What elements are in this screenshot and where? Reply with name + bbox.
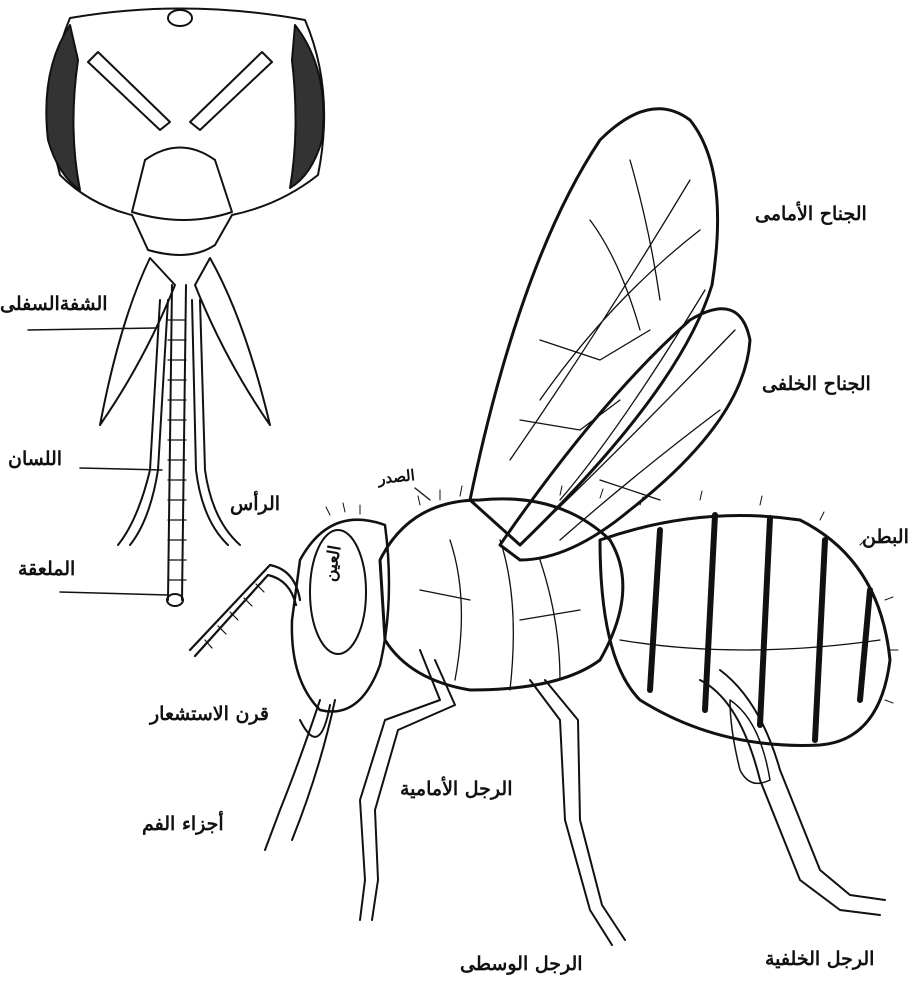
right-maxilla (195, 258, 270, 425)
abdomen-outline-inner (620, 640, 880, 650)
hair-fringe (326, 486, 898, 703)
tongue-left-edge (168, 285, 172, 600)
right-compound-eye (290, 25, 323, 188)
label-hindwing: الجناح الخلفى (762, 375, 871, 394)
label-head: الرأس (230, 495, 280, 514)
bee-mouthparts (265, 700, 335, 850)
leader-thorax (415, 488, 430, 500)
bee-hind-leg (700, 670, 885, 915)
forewing-veins (510, 160, 705, 500)
label-labium: الشفةالسفلى (0, 295, 108, 314)
thorax-sutures (420, 540, 580, 690)
flabellum (167, 594, 183, 606)
left-palp (118, 300, 168, 545)
label-front-leg: الرجل الأمامية (400, 780, 512, 799)
clypeus (132, 148, 232, 221)
abdomen-bands (650, 515, 870, 740)
ocellus (168, 10, 192, 26)
left-compound-eye (46, 25, 80, 190)
leader-spoon (60, 592, 168, 595)
bee-abdomen (600, 516, 890, 746)
label-thorax: الصدر (377, 468, 415, 487)
label-hind-leg: الرجل الخلفية (765, 950, 874, 969)
label-abdomen: البطن (862, 528, 909, 547)
label-forewing: الجناح الأمامى (755, 205, 867, 224)
head-capsule (51, 8, 324, 254)
label-middle-leg: الرجل الوسطى (460, 955, 583, 974)
label-antenna: قرن الاستشعار (150, 705, 269, 724)
leader-labium (28, 328, 155, 330)
label-tongue: اللسان (8, 450, 62, 469)
left-antenna-base (88, 52, 170, 130)
bee-side-view (190, 109, 898, 945)
antenna-segments (205, 584, 264, 648)
label-spoon: الملعقة (18, 560, 75, 579)
right-antenna-base (190, 52, 272, 130)
left-maxilla (100, 258, 175, 425)
tongue-right-edge (182, 285, 186, 600)
label-mouthparts: أجزاء الفم (142, 815, 224, 834)
bee-middle-leg (530, 680, 625, 945)
